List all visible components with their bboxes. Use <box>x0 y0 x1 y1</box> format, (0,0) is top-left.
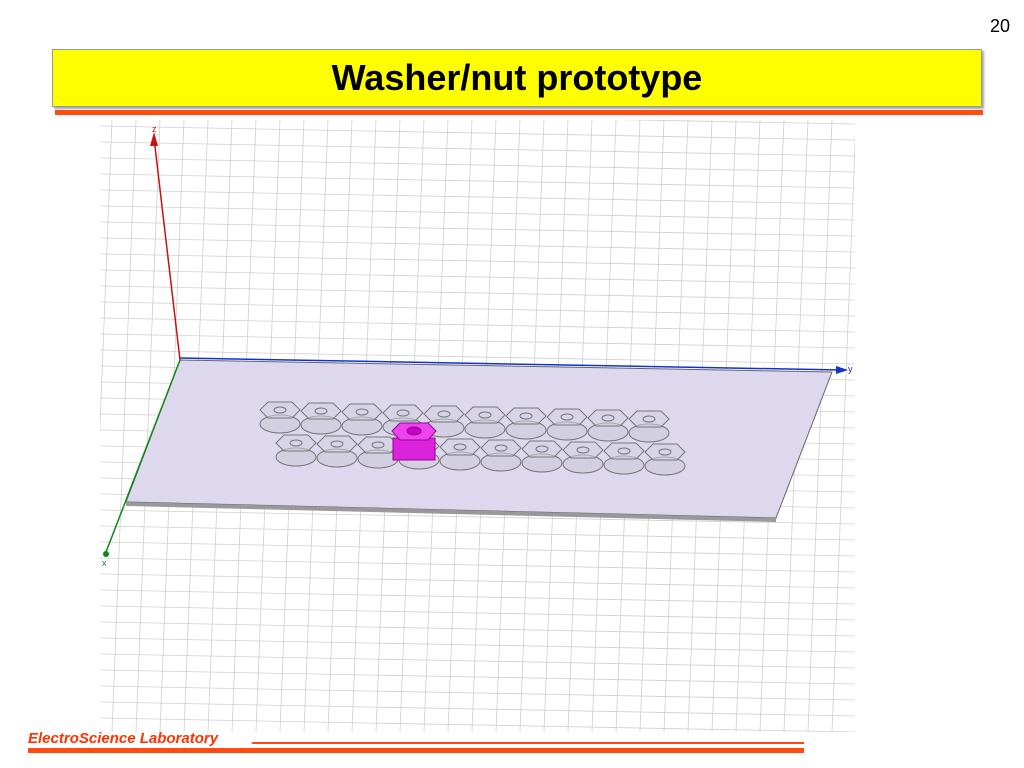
ground-plane-edge <box>126 502 776 522</box>
y-axis-line <box>179 357 843 371</box>
washer <box>587 409 629 442</box>
washer <box>505 407 547 440</box>
washer <box>275 434 317 467</box>
washer <box>644 443 686 476</box>
cad-viewport[interactable]: z y x <box>100 120 855 732</box>
title-underline <box>55 110 983 115</box>
page-number: 20 <box>989 16 1010 36</box>
z-axis-arrow <box>150 132 158 146</box>
washer <box>521 440 563 473</box>
washer <box>464 406 506 439</box>
washer <box>341 403 383 436</box>
washer <box>357 436 399 469</box>
washer <box>562 441 604 474</box>
x-axis-line <box>105 359 181 553</box>
y-axis-label: y <box>848 364 853 374</box>
nut[interactable] <box>391 422 437 461</box>
nut-body <box>392 437 436 461</box>
footer-lab-name: ElectroScience Laboratory <box>28 730 219 747</box>
title-banner: Washer/nut prototype <box>52 49 982 107</box>
washer <box>300 402 342 435</box>
y-axis-arrow <box>836 366 848 374</box>
washer <box>628 410 670 443</box>
x-axis-label: x <box>102 558 107 568</box>
footer-rule-thin <box>252 742 804 744</box>
washer <box>259 401 301 434</box>
slide-title: Washer/nut prototype <box>331 57 703 98</box>
z-axis-label: z <box>152 124 157 134</box>
washer <box>316 435 358 468</box>
washer <box>603 442 645 475</box>
washer <box>480 439 522 472</box>
z-axis-line <box>153 137 181 361</box>
nut-hole <box>406 426 422 436</box>
washer <box>546 408 588 441</box>
washer <box>439 438 481 471</box>
washer-array <box>259 401 686 476</box>
x-axis-arrow <box>103 551 109 557</box>
ground-plane <box>125 359 833 519</box>
cad-scene[interactable]: z y x <box>100 120 855 732</box>
footer-rule-thick <box>28 748 804 753</box>
